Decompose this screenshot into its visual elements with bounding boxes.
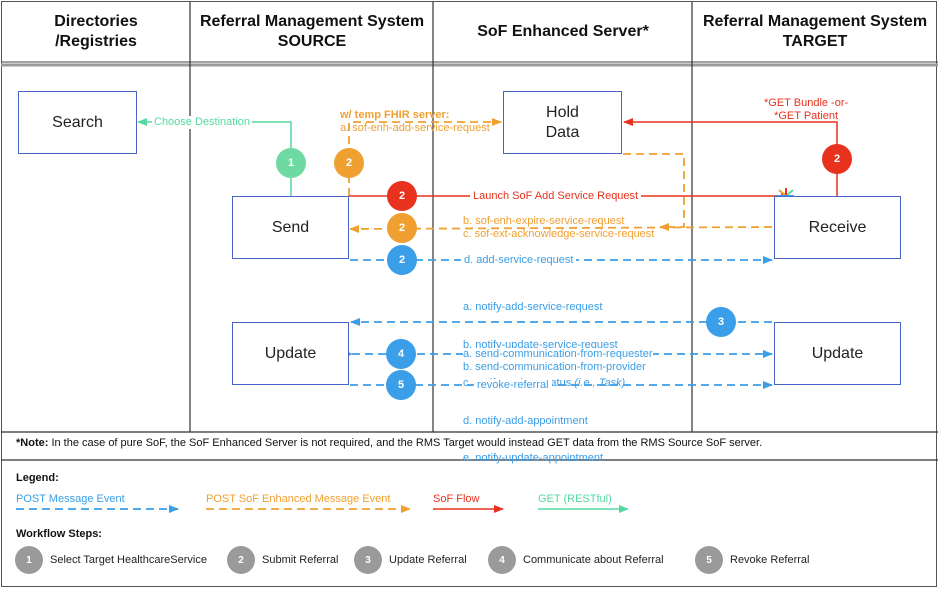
- step-circle-blue-2-add: 2: [387, 245, 417, 275]
- workflow-step-label: Communicate about Referral: [523, 554, 664, 566]
- legend-label-post: POST Message Event: [16, 493, 125, 505]
- workflow-step-1: 1 Select Target HealthcareService: [15, 545, 207, 575]
- step-circle-green-1: 1: [276, 148, 306, 178]
- workflow-step-label: Select Target HealthcareService: [50, 554, 207, 566]
- step-circle-orange-2-top: 2: [334, 148, 364, 178]
- add-service-request-label: d. add-service-request: [461, 254, 577, 267]
- update-source-box: Update: [232, 322, 349, 385]
- notify-line-c-italic: (i.e., Task): [574, 376, 626, 389]
- header-directories: Directories /Registries: [54, 13, 138, 50]
- step-circle-red-2-target: 2: [822, 144, 852, 174]
- footnote-text: In the case of pure SoF, the SoF Enhance…: [48, 437, 763, 449]
- header-rms-target: Referral Management System TARGET: [702, 13, 928, 50]
- search-box: Search: [18, 91, 137, 154]
- legend-title: Legend:: [16, 472, 59, 484]
- expire-acknowledge-arrow: [349, 224, 773, 233]
- workflow-step-3: 3 Update Referral: [354, 545, 467, 575]
- footnote: *Note: In the case of pure SoF, the SoF …: [16, 437, 762, 449]
- update-target-box: Update: [774, 322, 901, 385]
- notify-line-a: a. notify-add-service-request: [463, 301, 603, 314]
- workflow-step-2: 2 Submit Referral: [227, 545, 338, 575]
- header-sof-server: SoF Enhanced Server*: [477, 23, 649, 40]
- send-box: Send: [232, 196, 349, 259]
- header-rms-source: Referral Management System SOURCE: [199, 13, 425, 50]
- workflow-step-number: 1: [15, 546, 43, 574]
- choose-destination-arrow: [137, 118, 292, 196]
- workflow-step-label: Update Referral: [389, 554, 467, 566]
- workflow-title: Workflow Steps:: [16, 528, 102, 540]
- expire-acknowledge-label: b. sof-enh-expire-service-request c. sof…: [463, 215, 655, 240]
- temp-fhir-arrow: [348, 118, 502, 196]
- legend-label-sof-flow: SoF Flow: [433, 493, 480, 505]
- revoke-label: revoke-referral: [474, 379, 552, 392]
- notify-line-d: d. notify-add-appointment: [463, 414, 588, 427]
- notify-line-b: b. notify-update-service-request: [463, 338, 618, 351]
- workflow-step-4: 4 Communicate about Referral: [488, 545, 664, 575]
- workflow-step-label: Revoke Referral: [730, 554, 810, 566]
- workflow-step-label: Submit Referral: [262, 554, 339, 566]
- step-circle-blue-3: 3: [706, 307, 736, 337]
- step-circle-blue-5: 5: [386, 370, 416, 400]
- temp-fhir-title: w/ temp FHIR server:: [340, 109, 450, 121]
- notify-line-e: e. notify-update-appointment: [463, 452, 604, 465]
- workflow-step-5: 5 Revoke Referral: [695, 545, 809, 575]
- choose-destination-label: Choose Destination: [152, 116, 253, 129]
- step-circle-blue-4: 4: [386, 339, 416, 369]
- workflow-step-number: 4: [488, 546, 516, 574]
- communication-label: a. send-communication-from-requester b. …: [463, 348, 653, 374]
- workflow-step-number: 3: [354, 546, 382, 574]
- hold-data-box: Hold Data: [503, 91, 622, 154]
- launch-sof-label: Launch SoF Add Service Request: [470, 190, 642, 203]
- temp-fhir-request-label: a. sof-enh-add-service-request: [340, 122, 490, 134]
- footnote-prefix: *Note:: [16, 437, 49, 449]
- workflow-step-number: 2: [227, 546, 255, 574]
- legend-label-sof-enhanced: POST SoF Enhanced Message Event: [206, 493, 391, 505]
- step-circle-red-2-launch: 2: [387, 181, 417, 211]
- step-circle-orange-2-expire: 2: [387, 213, 417, 243]
- workflow-step-number: 5: [695, 546, 723, 574]
- legend-label-get: GET (RESTful): [538, 493, 612, 505]
- hold-data-to-receive-line: [623, 153, 685, 231]
- get-bundle-arrow: [623, 118, 838, 196]
- receive-box: Receive: [774, 196, 901, 259]
- get-bundle-label: *GET Bundle -or- *GET Patient: [764, 97, 849, 122]
